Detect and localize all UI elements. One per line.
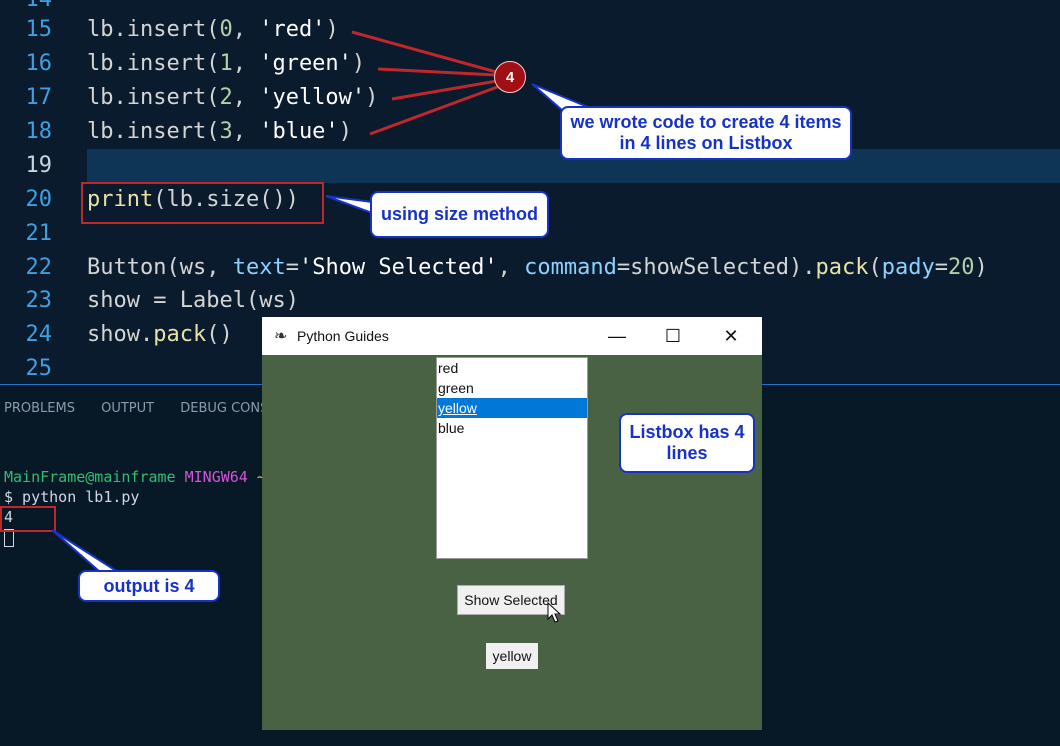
mouse-cursor-icon (547, 602, 561, 623)
tab-problems[interactable]: PROBLEMS (4, 401, 75, 416)
code-text: show.pack() (87, 322, 233, 347)
listbox-item-yellow[interactable]: yellow (437, 398, 587, 418)
code-line-24: 24 show.pack() (0, 318, 1060, 352)
tk-window: ❧ Python Guides — ☐ ✕ red green yellow b… (262, 317, 762, 730)
terminal-host: MINGW64 (184, 468, 248, 486)
terminal-command: $ python lb1.py (4, 488, 140, 506)
code-text: lb.insert(1, 'green') (87, 51, 366, 76)
code-line-17: 17 lb.insert(2, 'yellow') (0, 81, 1060, 115)
code-line-23: 23 show = Label(ws) (0, 284, 1060, 318)
code-line-25: 25 (0, 352, 1060, 384)
code-line-22: 22 Button(ws, text='Show Selected', comm… (0, 251, 1060, 285)
line-number: 23 (25, 288, 53, 313)
print-size-highlight (81, 182, 324, 224)
code-text: lb.insert(0, 'red') (87, 17, 339, 42)
selected-value-label: yellow (486, 643, 538, 669)
count-badge: 4 (494, 61, 526, 93)
terminal-cursor (4, 528, 14, 547)
maximize-button[interactable]: ☐ (664, 325, 682, 346)
terminal-result: 4 (4, 508, 14, 526)
line-number: 24 (25, 322, 53, 347)
listbox[interactable]: red green yellow blue (436, 357, 588, 559)
tab-output[interactable]: OUTPUT (101, 401, 155, 416)
listbox-item-green[interactable]: green (438, 380, 474, 396)
feather-icon: ❧ (274, 328, 288, 345)
terminal-user: MainFrame@mainframe (4, 468, 176, 486)
terminal-output[interactable]: MainFrame@mainframe MINGW64 ~ $ python l… (4, 467, 266, 547)
output-highlight (0, 506, 56, 532)
line-number: 21 (25, 221, 53, 246)
window-title: Python Guides (297, 328, 389, 344)
callout-code: we wrote code to create 4 items in 4 lin… (560, 106, 852, 160)
minimize-button[interactable]: — (608, 325, 626, 346)
code-text: Button(ws, text='Show Selected', command… (87, 255, 988, 280)
show-selected-button[interactable]: Show Selected (457, 585, 565, 615)
listbox-item-blue[interactable]: blue (438, 420, 465, 436)
code-line-16: 16 lb.insert(1, 'green') (0, 47, 1060, 81)
line-number: 14 (0, 0, 53, 17)
code-line-15: 15 lb.insert(0, 'red') (0, 13, 1060, 47)
callout-size: using size method (370, 191, 549, 238)
tab-debug-console[interactable]: DEBUG CONSC (180, 401, 278, 416)
line-number: 17 (25, 85, 53, 110)
line-number: 16 (25, 51, 53, 76)
code-line-18: 18 lb.insert(3, 'blue') (0, 115, 1060, 149)
code-line-21: 21 (0, 217, 1060, 251)
line-number: 22 (25, 255, 53, 280)
code-text: lb.insert(2, 'yellow') (87, 85, 379, 110)
code-line-19: 19 (0, 149, 1060, 183)
line-number: 18 (25, 119, 53, 144)
code-text: show = Label(ws) (87, 288, 299, 313)
code-line-20: 20 print(lb.size()) (0, 183, 1060, 217)
code-text: print(lb.size()) (87, 187, 299, 212)
line-number: 20 (25, 187, 53, 212)
window-titlebar[interactable]: ❧ Python Guides — ☐ ✕ (262, 317, 762, 355)
line-number: 25 (25, 356, 53, 381)
code-text: lb.insert(3, 'blue') (87, 119, 352, 144)
line-number: 15 (25, 17, 53, 42)
terminal-path: ~ (257, 468, 266, 486)
callout-listbox: Listbox has 4 lines (619, 413, 755, 473)
close-button[interactable]: ✕ (723, 325, 739, 346)
listbox-item-red[interactable]: red (438, 360, 459, 376)
code-line-14: 14 (0, 0, 1060, 17)
callout-output: output is 4 (78, 570, 220, 602)
panel-tabs: PROBLEMS OUTPUT DEBUG CONSC (4, 401, 299, 416)
line-number: 19 (25, 153, 53, 178)
